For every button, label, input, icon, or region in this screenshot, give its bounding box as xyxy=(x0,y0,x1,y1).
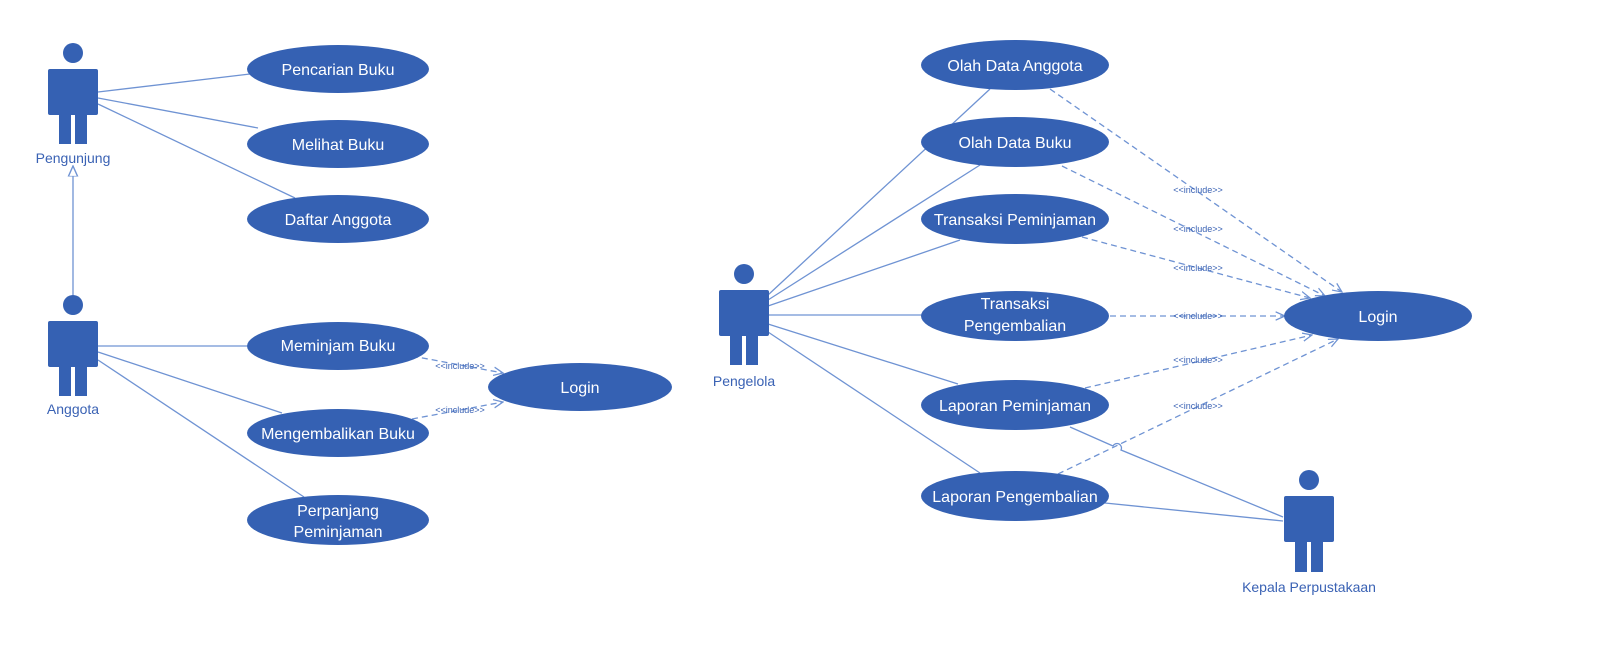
assoc-pengelola-olah-anggota xyxy=(767,88,991,296)
use-case-daftar-anggota: Daftar Anggota xyxy=(247,195,429,243)
assoc-pengelola-transaksi-pinjam xyxy=(767,239,961,307)
actor-pengelola xyxy=(719,264,769,365)
assoc-anggota-mengembalikan xyxy=(97,351,283,414)
svg-text:Laporan Peminjaman: Laporan Peminjaman xyxy=(939,398,1091,415)
svg-text:Pengembalian: Pengembalian xyxy=(964,318,1066,335)
svg-text:Meminjam Buku: Meminjam Buku xyxy=(281,338,396,355)
actor-leg xyxy=(730,333,742,365)
actor-anggota xyxy=(48,295,98,396)
include-label: <<include>> xyxy=(1173,355,1223,365)
assoc-pengelola-laporan-pinjam xyxy=(767,323,959,385)
actor-head xyxy=(734,264,754,284)
include-relations xyxy=(411,88,1342,475)
use-case-melihat-buku: Melihat Buku xyxy=(247,120,429,168)
svg-text:Login: Login xyxy=(560,380,599,397)
actor-pengunjung xyxy=(48,43,98,144)
use-case-meminjam-buku: Meminjam Buku xyxy=(247,322,429,370)
include-label: <<include>> xyxy=(1173,185,1223,195)
actor-head xyxy=(63,43,83,63)
actor-leg xyxy=(1295,539,1307,572)
svg-text:Olah Data Anggota: Olah Data Anggota xyxy=(947,58,1082,75)
svg-text:Perpanjang: Perpanjang xyxy=(297,503,379,520)
svg-text:Transaksi: Transaksi xyxy=(981,296,1050,313)
actor-leg xyxy=(1311,539,1323,572)
actor-leg xyxy=(59,364,71,396)
assoc-kepala-laporan-kembali xyxy=(1104,502,1284,522)
use-case-mengembalikan-buku: Mengembalikan Buku xyxy=(247,409,429,457)
use-case-login-left: Login xyxy=(488,363,672,411)
actor-label-pengunjung: Pengunjung xyxy=(36,150,111,166)
actor-label-kepala: Kepala Perpustakaan xyxy=(1242,579,1376,595)
assoc-pengunjung-daftar xyxy=(97,103,296,199)
assoc-pengelola-laporan-kembali xyxy=(767,331,981,474)
actor-kepala-perpustakaan xyxy=(1284,470,1334,572)
use-case-laporan-pengembalian: Laporan Pengembalian xyxy=(921,471,1109,521)
svg-text:Melihat Buku: Melihat Buku xyxy=(292,137,385,154)
actor-head xyxy=(63,295,83,315)
actor-body xyxy=(48,321,98,367)
actor-head xyxy=(1299,470,1319,490)
include-laporan-pinjam-login xyxy=(1084,335,1312,389)
actor-label-anggota: Anggota xyxy=(47,401,99,417)
include-label: <<include>> xyxy=(435,361,485,371)
use-case-olah-data-buku: Olah Data Buku xyxy=(921,117,1109,167)
include-laporan-kembali-login xyxy=(1057,339,1338,475)
include-meminjam-login xyxy=(411,355,503,373)
assoc-pengunjung-melihat xyxy=(97,97,259,129)
use-case-perpanjang-peminjaman: Perpanjang Peminjaman xyxy=(247,495,429,545)
include-label: <<include>> xyxy=(1173,311,1223,321)
use-case-olah-data-anggota: Olah Data Anggota xyxy=(921,40,1109,90)
include-label: <<include>> xyxy=(1173,401,1223,411)
svg-text:Mengembalikan Buku: Mengembalikan Buku xyxy=(261,426,415,443)
svg-text:Transaksi Peminjaman: Transaksi Peminjaman xyxy=(934,212,1096,229)
include-label: <<include>> xyxy=(435,405,485,415)
actor-leg xyxy=(59,112,71,144)
svg-text:Pencarian Buku: Pencarian Buku xyxy=(282,62,395,79)
assoc-anggota-perpanjang xyxy=(97,359,305,498)
include-labels: <<include>> <<include>> <<include>> <<in… xyxy=(435,185,1223,415)
svg-text:Daftar Anggota: Daftar Anggota xyxy=(285,212,392,229)
svg-text:Laporan Pengembalian: Laporan Pengembalian xyxy=(932,489,1097,506)
use-case-login-right: Login xyxy=(1284,291,1472,341)
svg-text:Login: Login xyxy=(1358,309,1397,326)
svg-text:Olah Data Buku: Olah Data Buku xyxy=(959,135,1072,152)
assoc-kepala-laporan-pinjam xyxy=(1069,426,1284,518)
actor-label-pengelola: Pengelola xyxy=(713,373,775,389)
actor-body xyxy=(48,69,98,115)
associations xyxy=(97,73,1284,522)
use-case-laporan-peminjaman: Laporan Peminjaman xyxy=(921,380,1109,430)
actor-leg xyxy=(75,364,87,396)
assoc-pengunjung-pencarian xyxy=(97,73,251,93)
actor-leg xyxy=(75,112,87,144)
actor-body xyxy=(719,290,769,336)
include-olah-buku-login xyxy=(1061,165,1325,296)
actor-body xyxy=(1284,496,1334,542)
svg-text:Peminjaman: Peminjaman xyxy=(294,524,383,541)
include-mengembalikan-login xyxy=(411,402,503,420)
include-label: <<include>> xyxy=(1173,224,1223,234)
use-case-transaksi-pengembalian: Transaksi Pengembalian xyxy=(921,291,1109,341)
use-case-pencarian-buku: Pencarian Buku xyxy=(247,45,429,93)
actor-leg xyxy=(746,333,758,365)
assoc-pengelola-olah-buku xyxy=(767,164,981,301)
include-label: <<include>> xyxy=(1173,263,1223,273)
use-case-transaksi-peminjaman: Transaksi Peminjaman xyxy=(921,194,1109,244)
